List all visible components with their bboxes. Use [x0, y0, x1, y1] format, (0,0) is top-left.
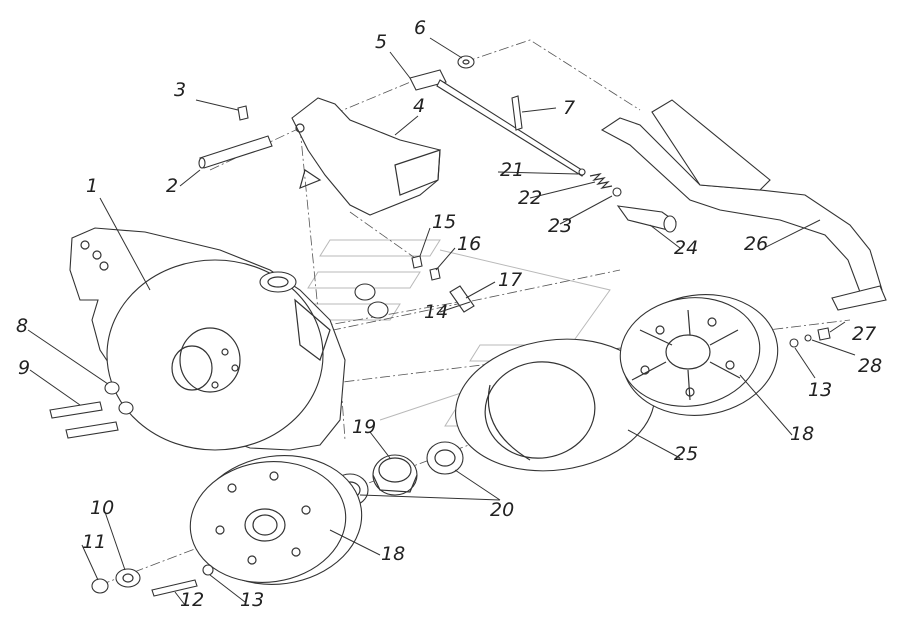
part-20-bearing-right: [426, 441, 464, 475]
label-11: 11: [82, 531, 106, 553]
label-1: 1: [86, 175, 98, 197]
label-18-left: 18: [381, 543, 405, 565]
part-26-frame-arm: [600, 99, 887, 311]
part-17-bushing: [449, 285, 475, 313]
label-13-left: 13: [240, 589, 264, 611]
label-9: 9: [18, 357, 30, 379]
part-2-axle-pin: [198, 135, 273, 169]
part-9-bolts: [49, 401, 119, 439]
label-16: 16: [457, 233, 481, 255]
label-23: 23: [548, 215, 572, 237]
label-18-right: 18: [790, 423, 814, 445]
label-3: 3: [174, 79, 186, 101]
label-14: 14: [424, 301, 448, 323]
label-8: 8: [16, 315, 28, 337]
part-11-nut: [91, 578, 109, 594]
part-12-bolt: [151, 579, 198, 597]
part-18-wheel-disc-left: [189, 455, 363, 585]
label-5: 5: [375, 31, 387, 53]
part-7-bolt: [511, 95, 523, 131]
part-labels: 1 2 3 4 5 6 7 8 9 10 11 12 13 13 14 15 1…: [16, 17, 882, 611]
part-3-pin: [237, 105, 249, 121]
label-21: 21: [500, 159, 524, 181]
part-10-washer: [115, 568, 141, 588]
part-5-rod: [409, 69, 586, 177]
label-27: 27: [852, 323, 876, 345]
part-8-washers: [104, 381, 134, 415]
label-17: 17: [498, 269, 522, 291]
label-4: 4: [413, 95, 425, 117]
part-28-washer: [804, 334, 812, 342]
part-16-pin: [429, 267, 441, 281]
label-28: 28: [858, 355, 882, 377]
label-19: 19: [352, 416, 376, 438]
part-1-housing: [69, 227, 346, 451]
label-25: 25: [674, 443, 698, 465]
part-22-spring: [589, 173, 613, 189]
label-2: 2: [166, 175, 178, 197]
part-19-sleeve: [372, 454, 418, 496]
leader-lines: [27, 37, 856, 606]
part-4-bracket: [291, 97, 441, 216]
label-7: 7: [563, 97, 575, 119]
part-13-washer-left: [202, 564, 214, 576]
part-13-washer-right: [789, 338, 799, 348]
label-15: 15: [432, 211, 456, 233]
label-24: 24: [674, 237, 698, 259]
part-21-pin: [578, 168, 586, 176]
part-24-bushing-bracket: [616, 205, 677, 233]
label-6: 6: [414, 17, 426, 39]
label-12: 12: [180, 589, 204, 611]
part-14-nuts: [354, 283, 389, 319]
part-6-washer: [457, 55, 475, 69]
label-13-right: 13: [808, 379, 832, 401]
label-26: 26: [744, 233, 768, 255]
label-22: 22: [518, 187, 542, 209]
part-23-nut: [612, 187, 622, 197]
part-15-pin: [411, 255, 423, 269]
label-10: 10: [90, 497, 114, 519]
part-27-nut: [817, 327, 831, 341]
part-18-wheel-disc-right: [619, 294, 779, 416]
label-20: 20: [490, 499, 514, 521]
